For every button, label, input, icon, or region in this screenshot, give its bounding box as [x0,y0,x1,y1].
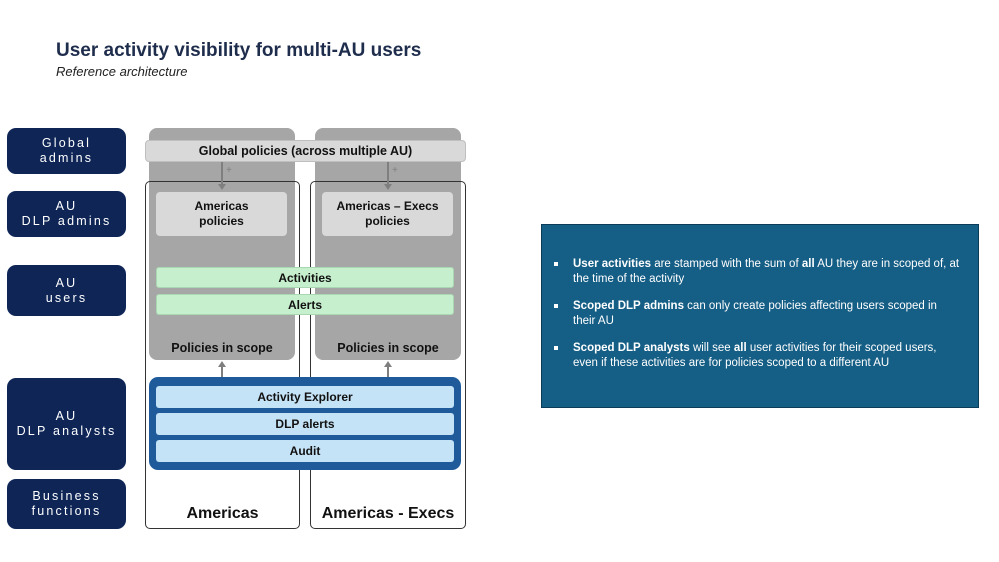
info-item: Scoped DLP analysts will see all user ac… [554,341,960,371]
americas-policies-box: Americas policies [156,192,287,236]
americas-execs-column-label: Americas - Execs [321,505,455,522]
arrow-down-icon [218,184,226,190]
info-text: will see [689,342,734,354]
arrow-up-icon [384,361,392,367]
arrow-up-icon [218,361,226,367]
arrow-line [387,162,389,184]
americas-column-label: Americas [186,505,259,522]
info-bold: all [733,342,747,354]
activity-explorer-bar: Activity Explorer [156,386,454,408]
role-au-dlp-analysts: AU DLP analysts [7,378,126,470]
americas-policies-in-scope: Policies in scope [171,341,273,355]
info-text: are stamped with the sum of [651,258,802,270]
policy-label: Americas policies [194,199,249,228]
info-panel: User activities are stamped with the sum… [541,224,979,408]
info-item: User activities are stamped with the sum… [554,257,960,287]
alerts-bar: Alerts [156,294,454,315]
info-bold: Scoped DLP analysts [573,342,690,354]
role-label: Business functions [31,489,102,518]
info-item: Scoped DLP admins can only create polici… [554,299,960,329]
dlp-alerts-bar: DLP alerts [156,413,454,435]
role-label: AU DLP analysts [16,409,117,438]
audit-bar: Audit [156,440,454,462]
americas-execs-policies-in-scope: Policies in scope [337,341,439,355]
info-text: user activities for their scoped users, … [573,342,937,369]
role-label: AU users [45,275,88,305]
role-au-users: AU users [7,265,126,316]
role-label: AU DLP admins [21,199,112,228]
info-bold: User activities [573,258,651,270]
arrow-line [221,162,223,184]
activities-bar: Activities [156,267,454,288]
policy-label: Americas – Execs policies [336,199,439,228]
page-title: User activity visibility for multi-AU us… [56,40,422,61]
info-bold: all [801,258,815,270]
global-policies-bar: Global policies (across multiple AU) [145,140,466,162]
arrow-line [387,366,389,377]
page-subtitle: Reference architecture [56,64,188,79]
plus-icon: + [226,165,232,176]
plus-icon: + [392,165,398,176]
info-text: can only create policies affecting users… [573,300,937,327]
info-list: User activities are stamped with the sum… [554,257,960,371]
info-text: AU they are in scoped of, at the time of… [573,258,960,285]
arrow-down-icon [384,184,392,190]
role-global-admins: Global admins [7,128,126,174]
role-label: Global admins [39,136,94,165]
role-business-functions: Business functions [7,479,126,529]
americas-execs-policies-box: Americas – Execs policies [322,192,453,236]
role-au-dlp-admins: AU DLP admins [7,191,126,237]
arrow-line [221,366,223,377]
info-bold: Scoped DLP admins [573,300,684,312]
